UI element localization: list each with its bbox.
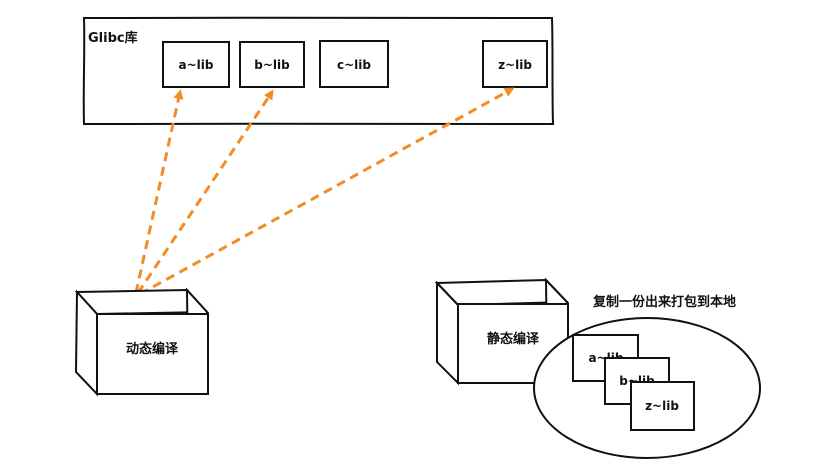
arrow-to-z-lib: [139, 87, 515, 296]
copy-lib-label-z: z~lib: [645, 399, 679, 413]
static-compile-label: 静态编译: [487, 331, 540, 347]
copy-lib-z: z~lib: [630, 381, 695, 431]
glibc-label: Glibc库: [88, 30, 138, 46]
lib-label-a: a~lib: [179, 58, 214, 72]
local-copies-group: a~lib b~lib z~lib: [533, 317, 761, 459]
arrow-to-b-lib: [136, 89, 274, 294]
glibc-library: Glibc库 a~lib b~lib c~lib z~lib: [82, 16, 555, 126]
lib-box-z: z~lib: [482, 40, 548, 88]
dynamic-compile-box: 动态编译: [74, 287, 210, 397]
dependency-arrows: [134, 87, 515, 296]
lib-label-c: c~lib: [337, 58, 371, 72]
copy-caption: 复制一份出来打包到本地: [592, 294, 736, 310]
lib-box-c: c~lib: [319, 40, 389, 88]
lib-box-a: a~lib: [162, 41, 230, 88]
arrow-to-a-lib: [134, 89, 184, 294]
lib-box-b: b~lib: [239, 41, 305, 88]
dynamic-compile-label: 动态编译: [126, 341, 179, 357]
lib-label-b: b~lib: [254, 58, 290, 72]
lib-label-z: z~lib: [498, 58, 532, 72]
